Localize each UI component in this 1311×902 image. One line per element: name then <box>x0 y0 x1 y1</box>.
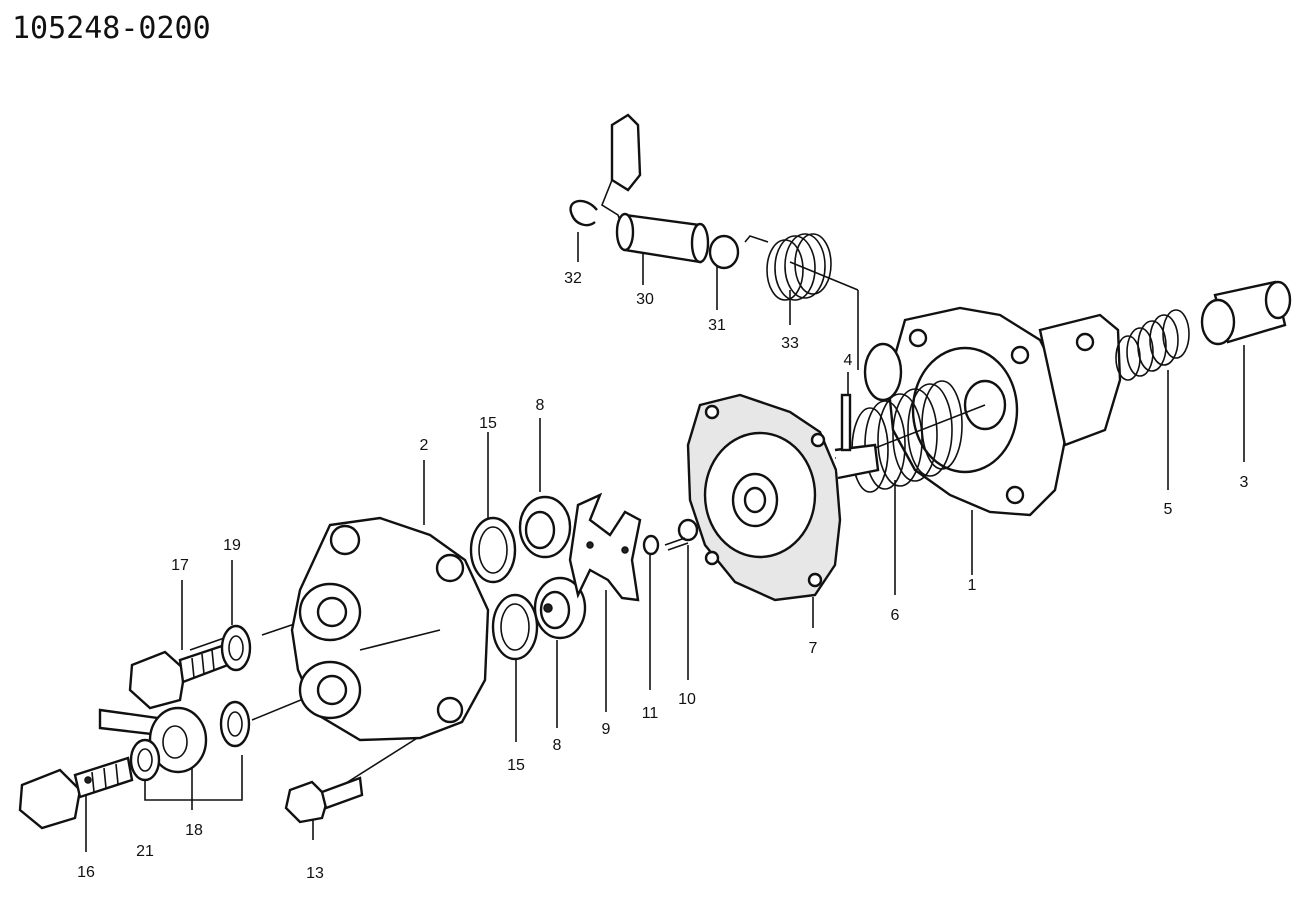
callout-label: 8 <box>536 397 545 414</box>
washer-part-19 <box>220 624 252 672</box>
callout-label: 11 <box>642 705 659 722</box>
callout-label: 1 <box>968 577 977 594</box>
callout-label: 6 <box>891 607 900 624</box>
callout-label: 2 <box>420 437 429 454</box>
clip-part-32 <box>569 199 598 227</box>
diaphragm-part-7 <box>686 393 880 602</box>
callout-label: 33 <box>781 335 799 352</box>
callout-labels: 1 2 3 4 5 6 7 8 8 9 10 11 13 15 15 16 17… <box>77 270 1248 882</box>
shaft-part-30 <box>601 113 710 264</box>
callout-label: 13 <box>306 865 324 882</box>
callout-label: 19 <box>223 537 241 554</box>
callout-label: 21 <box>136 843 154 860</box>
bolt-part-16 <box>18 756 134 830</box>
document-id: 105248-0200 <box>12 11 211 46</box>
sleeve-part-3 <box>1200 280 1292 346</box>
screw-part-10 <box>664 518 699 551</box>
callout-label: 30 <box>636 291 654 308</box>
callout-label: 15 <box>479 415 497 432</box>
spring-part-33 <box>744 233 832 301</box>
callout-label: 32 <box>564 270 582 287</box>
callout-label: 10 <box>678 691 696 708</box>
callout-label: 8 <box>553 737 562 754</box>
callout-label: 17 <box>171 557 189 574</box>
bolt-part-17 <box>128 643 230 710</box>
callout-label: 18 <box>185 822 203 839</box>
callout-label: 15 <box>507 757 525 774</box>
plug-part-13 <box>284 776 364 824</box>
callout-label: 9 <box>602 721 611 738</box>
spring-part-5 <box>1115 309 1190 381</box>
housing-part-1 <box>863 306 1122 517</box>
callout-label: 16 <box>77 864 95 881</box>
washers-part-21 <box>129 700 251 782</box>
rings-part-15 <box>469 516 539 661</box>
cover-part-2 <box>290 516 490 742</box>
callout-label: 7 <box>809 640 818 657</box>
pin-part-4 <box>840 393 852 452</box>
valves-part-8 <box>518 495 587 640</box>
callout-label: 5 <box>1164 501 1173 518</box>
callout-label: 4 <box>844 352 853 369</box>
plate-part-9 <box>568 492 642 602</box>
callout-label: 31 <box>708 317 726 334</box>
spring-part-6 <box>851 380 986 493</box>
callout-label: 3 <box>1240 474 1249 491</box>
washer-part-11 <box>642 534 660 556</box>
ring-part-31 <box>708 234 740 270</box>
